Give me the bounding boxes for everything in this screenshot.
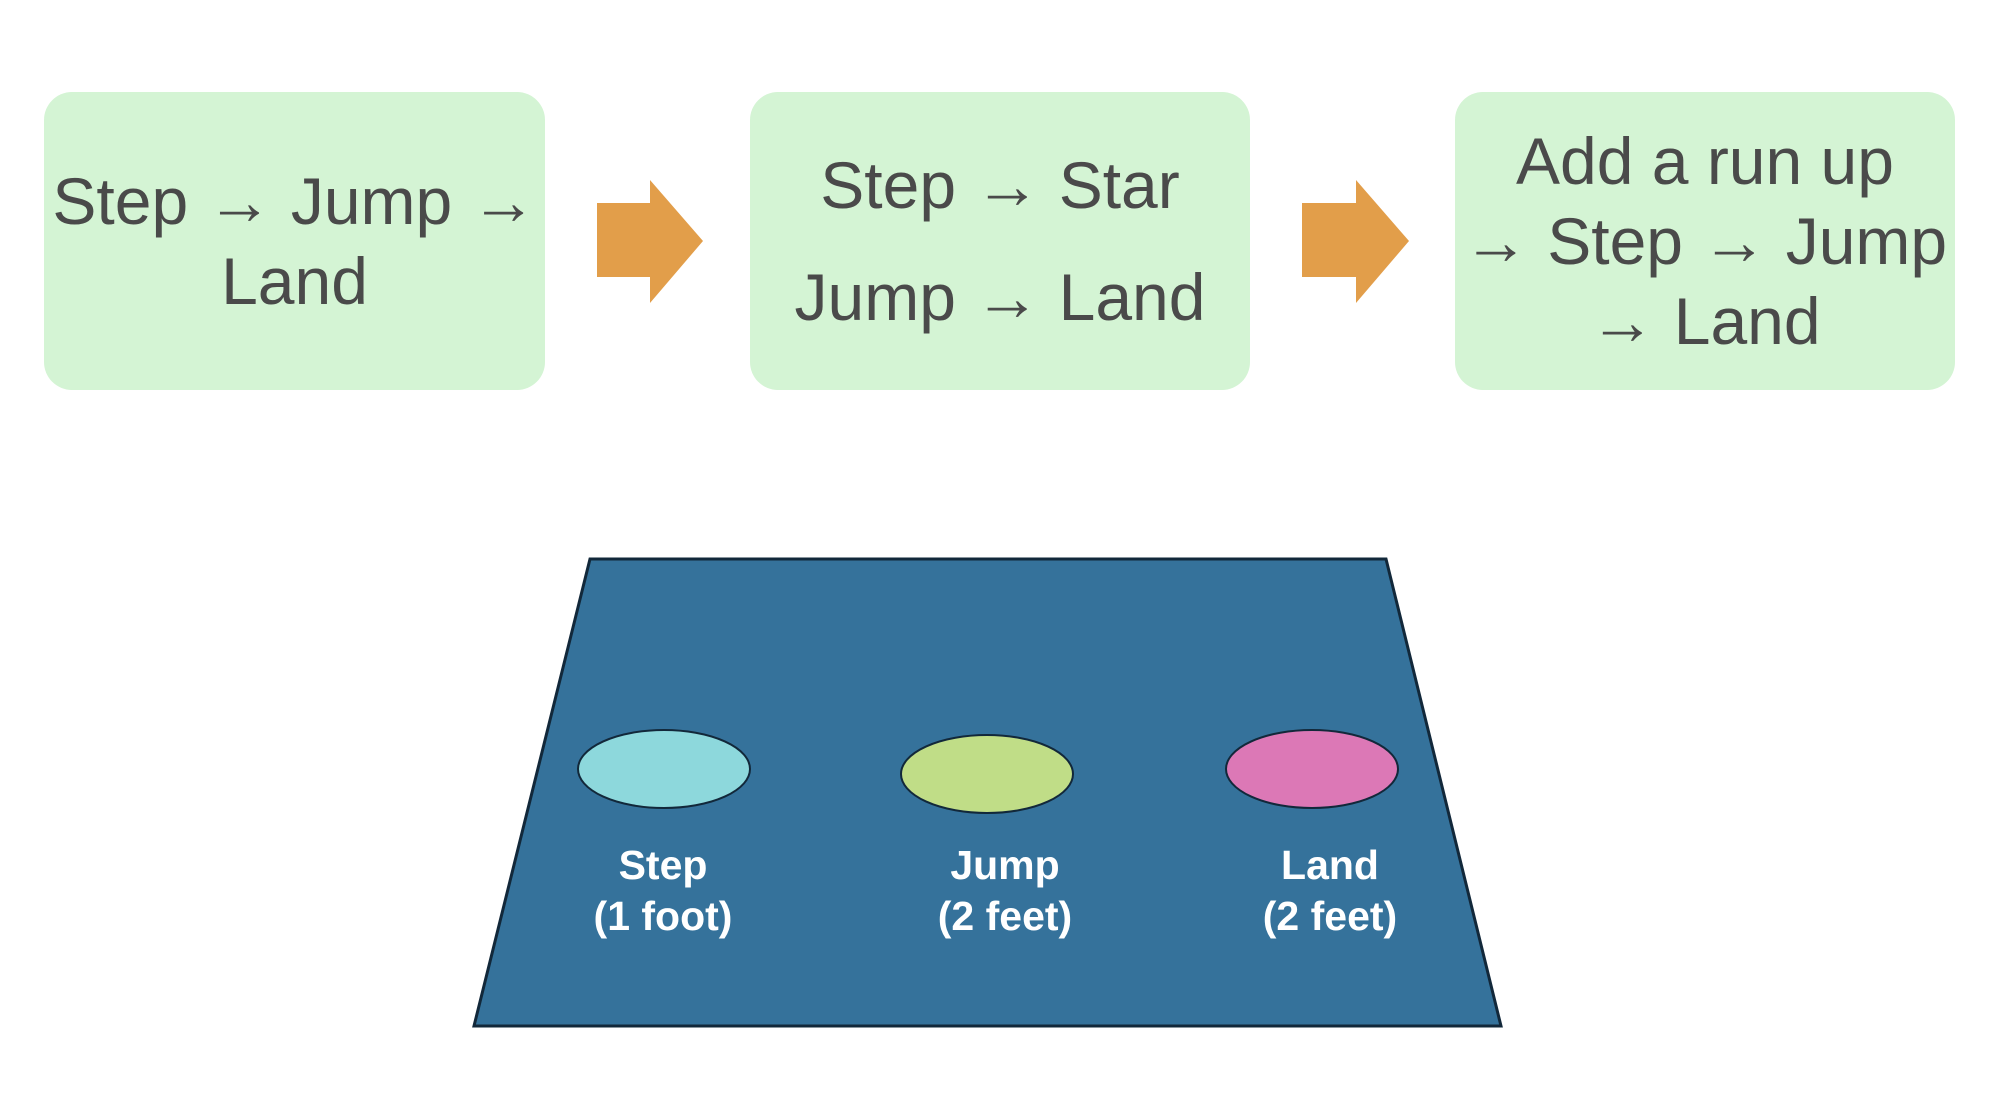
flow-step-1: Step → Jump → Land (44, 92, 545, 390)
jump-label: Jump (2 feet) (885, 840, 1125, 942)
flow-step-2: Step → Star Jump → Land (750, 92, 1250, 390)
land-spot (1225, 729, 1399, 809)
jump-spot (900, 734, 1074, 814)
flow-text: Land (221, 244, 368, 318)
flow-text: → Step → Jump (1462, 204, 1948, 278)
arrow-right-icon (1302, 180, 1409, 303)
spot-detail: (2 feet) (937, 893, 1073, 939)
spot-name: Step (618, 842, 708, 888)
arrow-right-icon (597, 180, 703, 303)
flow-text: Step → Star (820, 148, 1180, 222)
spot-name: Land (1281, 842, 1379, 888)
spot-detail: (1 foot) (593, 893, 733, 939)
flow-text: Add a run up (1516, 124, 1894, 198)
step-spot (577, 729, 751, 809)
flow-text: Step → Jump → (52, 164, 537, 238)
flow-step-3: Add a run up → Step → Jump → Land (1455, 92, 1955, 390)
land-label: Land (2 feet) (1210, 840, 1450, 942)
spot-name: Jump (950, 842, 1060, 888)
step-label: Step (1 foot) (543, 840, 783, 942)
flow-text: Jump → Land (794, 260, 1206, 334)
spot-detail: (2 feet) (1262, 893, 1398, 939)
flow-text: → Land (1589, 284, 1821, 358)
